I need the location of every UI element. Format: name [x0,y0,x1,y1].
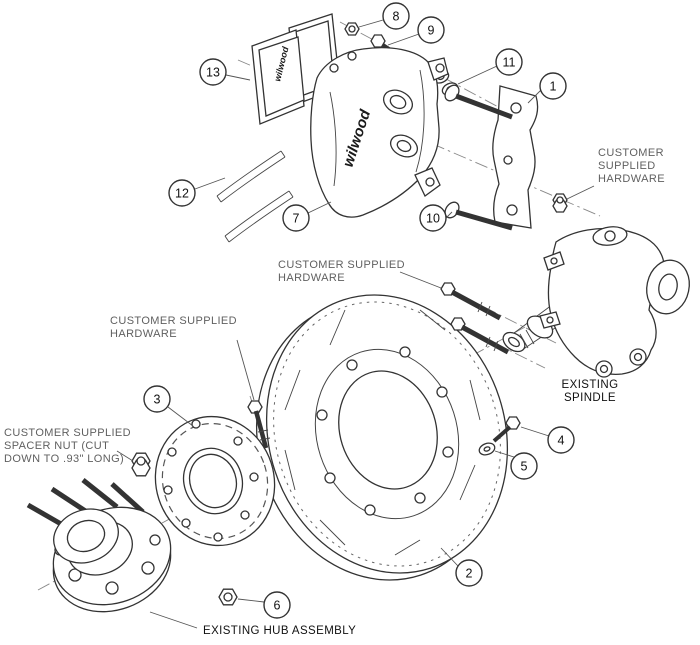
existing-spindle-label-line2: SPINDLE [564,392,616,404]
balloon-6-number: 6 [274,599,281,613]
customer-bolts-mid [440,282,510,355]
balloon-7: 7 [282,204,310,232]
customer-hw-right-line3: HARDWARE [598,173,665,185]
rotor [255,294,509,581]
balloon-8: 8 [382,2,410,30]
balloon-3: 3 [143,385,171,413]
existing-hub-label: EXISTING HUB ASSEMBLY [203,625,356,637]
spacer-nut-label-line2: SPACER NUT (CUT [4,440,109,452]
caliper: wilwood [310,46,449,218]
balloon-11-number: 11 [503,56,516,70]
brake-pads: wilwood [251,13,341,125]
customer-bolt-left [247,400,271,449]
balloon-5-number: 5 [521,460,528,474]
spindle [502,226,690,378]
spacer-nut-label-line3: DOWN TO .93" LONG) [4,453,124,465]
pad-retainer-clips [216,150,294,243]
existing-spindle-label-line1: EXISTING [562,379,619,391]
balloon-8-number: 8 [393,10,400,24]
customer-hw-left-line1: CUSTOMER SUPPLIED [110,315,237,327]
balloon-10: 10 [419,204,447,232]
spacer-nut-label-line1: CUSTOMER SUPPLIED [4,427,131,439]
balloon-2: 2 [455,559,483,587]
balloon-1: 1 [539,72,567,100]
hub-assembly [26,478,172,613]
customer-hw-right-line2: SUPPLIED [598,160,656,172]
balloon-13-number: 13 [206,66,220,80]
balloon-1-number: 1 [550,80,557,94]
leader-lines [116,19,595,629]
customer-hw-left-line2: HARDWARE [110,328,177,340]
balloon-7-number: 7 [293,212,300,226]
customer-hw-right-line1: CUSTOMER [598,147,664,159]
balloon-11: 11 [495,48,523,76]
balloons: 1 2 3 4 5 6 7 8 9 10 11 12 13 [143,2,575,619]
customer-hw-mid-line1: CUSTOMER SUPPLIED [278,259,405,271]
balloon-6: 6 [263,591,291,619]
balloon-4: 4 [547,426,575,454]
balloon-12-number: 12 [175,187,189,201]
balloon-9: 9 [417,16,445,44]
spacer-nut [131,452,151,477]
text-labels: CUSTOMER SUPPLIED HARDWARE CUSTOMER SUPP… [4,147,665,637]
balloon-5: 5 [510,452,538,480]
lug-nut [218,588,238,606]
rotor-slots [284,309,481,556]
balloon-9-number: 9 [428,24,435,38]
hat-adapter [154,415,276,547]
caliper-bracket [492,85,539,229]
balloon-4-number: 4 [558,434,565,448]
balloon-2-number: 2 [466,567,473,581]
balloon-3-number: 3 [154,393,161,407]
bolt-and-washer-right [478,416,521,456]
balloon-12: 12 [168,179,196,207]
customer-hw-mid-line2: HARDWARE [278,272,345,284]
balloon-10-number: 10 [426,212,440,226]
balloon-13: 13 [199,58,227,86]
